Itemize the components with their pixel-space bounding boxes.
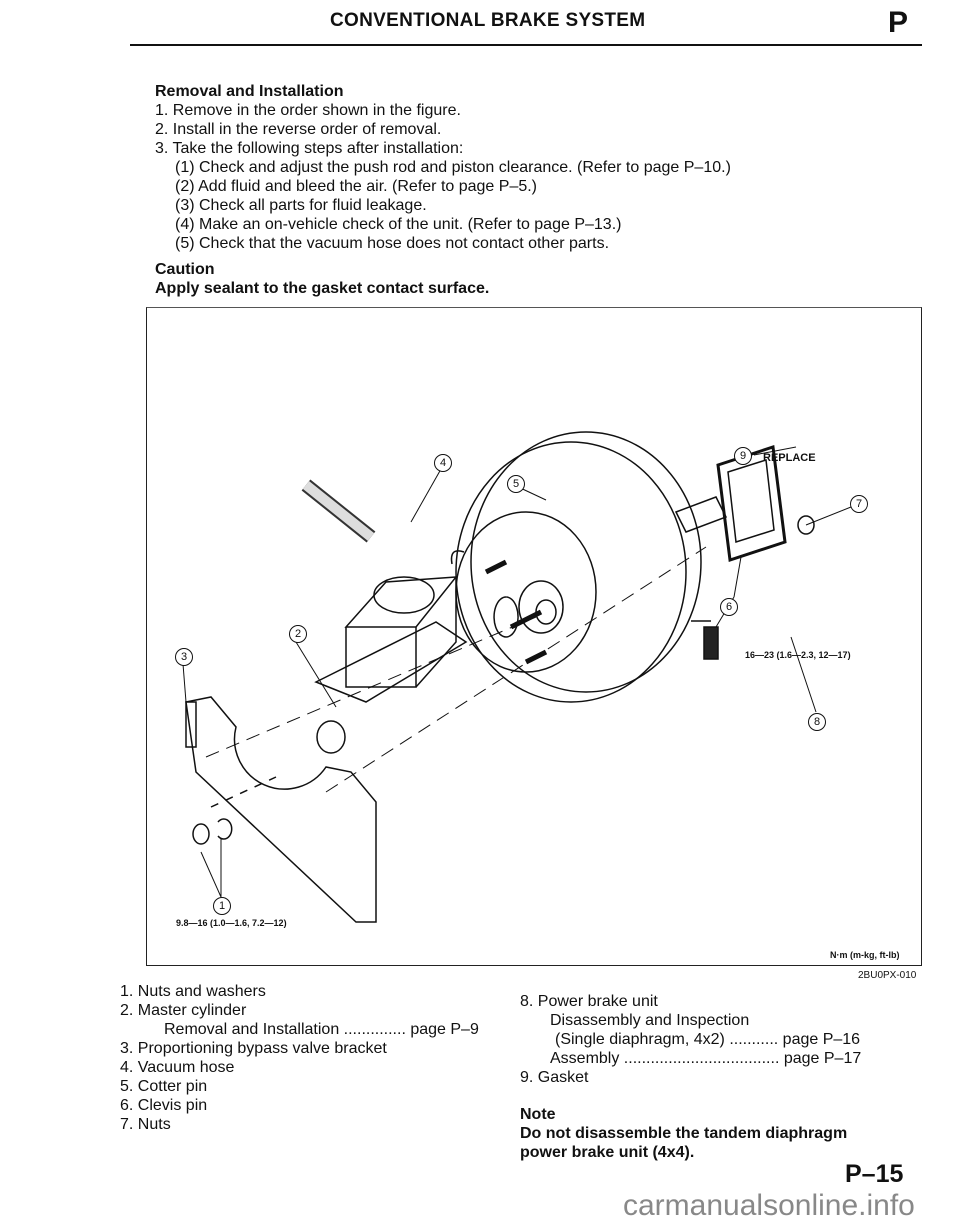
- gasket-drawing: [674, 445, 815, 660]
- callout-5: 5: [507, 475, 525, 493]
- step: 2. Install in the reverse order of remov…: [155, 121, 442, 138]
- power-brake-unit-drawing: [455, 431, 702, 703]
- caution-heading: Caution: [155, 261, 215, 278]
- note-heading: Note: [520, 1106, 556, 1123]
- substep: (1) Check and adjust the push rod and pi…: [175, 159, 731, 176]
- callout-6: 6: [720, 598, 738, 616]
- substep: (4) Make an on-vehicle check of the unit…: [175, 216, 622, 233]
- parts-list-right: 8. Power brake unit Disassembly and Insp…: [520, 992, 861, 1162]
- callout-1: 1: [213, 897, 231, 915]
- page-reference: page P–17: [783, 1050, 862, 1067]
- vacuum-hose-drawing: [301, 479, 465, 565]
- caution-block: Caution Apply sealant to the gasket cont…: [155, 260, 489, 298]
- substep: (3) Check all parts for fluid leakage.: [175, 197, 427, 214]
- list-item: 7. Nuts: [120, 1116, 171, 1133]
- section-letter: P: [888, 6, 909, 39]
- figure-code: 2BU0PX-010: [858, 970, 917, 981]
- caution-text: Apply sealant to the gasket contact surf…: [155, 280, 490, 297]
- callout-8: 8: [808, 713, 826, 731]
- page-number: P–15: [845, 1160, 904, 1188]
- bracket-drawing: [185, 546, 707, 923]
- list-item: (Single diaphragm, 4x2) ...........: [555, 1031, 779, 1048]
- header-rule: [130, 44, 922, 46]
- callout-7: 7: [850, 495, 868, 513]
- page-title: CONVENTIONAL BRAKE SYSTEM: [330, 10, 646, 31]
- step: 1. Remove in the order shown in the figu…: [155, 102, 461, 119]
- list-item: 9. Gasket: [520, 1069, 589, 1086]
- list-item: 4. Vacuum hose: [120, 1059, 235, 1076]
- list-item: 5. Cotter pin: [120, 1078, 208, 1095]
- page-reference: page P–16: [782, 1031, 861, 1048]
- note-text: Do not disassemble the tandem diaphragm: [520, 1125, 848, 1142]
- page-reference: page P–9: [410, 1021, 479, 1038]
- note-text: power brake unit (4x4).: [520, 1144, 695, 1161]
- list-item: Assembly ...............................…: [550, 1050, 780, 1067]
- replace-label: REPLACE: [763, 452, 816, 464]
- list-item: 6. Clevis pin: [120, 1097, 208, 1114]
- callout-4: 4: [434, 454, 452, 472]
- list-item: Removal and Installation ..............: [164, 1021, 406, 1038]
- callout-2: 2: [289, 625, 307, 643]
- watermark: carmanualsonline.info: [623, 1189, 915, 1222]
- torque-spec-nuts-7: 16—23 (1.6—2.3, 12—17): [745, 650, 851, 660]
- exploded-diagram-frame: [146, 307, 922, 966]
- substep: (2) Add fluid and bleed the air. (Refer …: [175, 178, 538, 195]
- removal-heading: Removal and Installation: [155, 83, 344, 100]
- list-item: 1. Nuts and washers: [120, 983, 266, 1000]
- removal-section: Removal and Installation 1. Remove in th…: [155, 82, 731, 253]
- list-item: 3. Proportioning bypass valve bracket: [120, 1040, 387, 1057]
- substep: (5) Check that the vacuum hose does not …: [175, 235, 610, 252]
- step: 3. Take the following steps after instal…: [155, 140, 464, 157]
- leader-lines: [182, 446, 852, 898]
- torque-spec-nuts-1: 9.8—16 (1.0—1.6, 7.2—12): [176, 918, 287, 928]
- list-item: 8. Power brake unit: [520, 993, 658, 1010]
- callout-9: 9: [734, 447, 752, 465]
- brake-booster-diagram: [182, 431, 852, 923]
- parts-list-left: 1. Nuts and washers 2. Master cylinder R…: [120, 982, 479, 1134]
- master-cylinder-drawing: [314, 576, 468, 754]
- list-item: 2. Master cylinder: [120, 1002, 247, 1019]
- callout-3: 3: [175, 648, 193, 666]
- torque-units-legend: N·m (m-kg, ft-lb): [830, 950, 900, 960]
- list-item: Disassembly and Inspection: [550, 1012, 750, 1029]
